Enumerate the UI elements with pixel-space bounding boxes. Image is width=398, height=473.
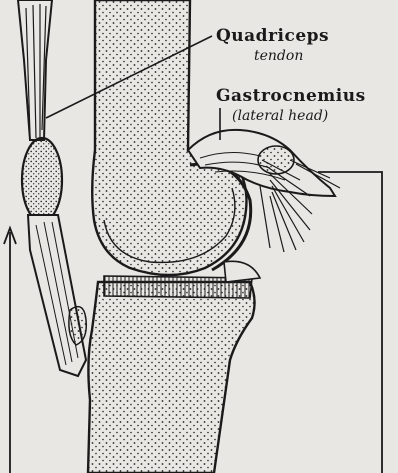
infrapatellar-fat-pad-shape bbox=[69, 307, 86, 345]
gastrocnemius-label-line1: Gastrocnemius bbox=[216, 86, 366, 106]
gastrocnemius-label-line2: (lateral head) bbox=[232, 108, 328, 124]
quadriceps-label-line2: tendon bbox=[254, 48, 303, 64]
patella-shape bbox=[22, 138, 62, 222]
quadriceps-label-line1: Quadriceps bbox=[216, 26, 329, 46]
